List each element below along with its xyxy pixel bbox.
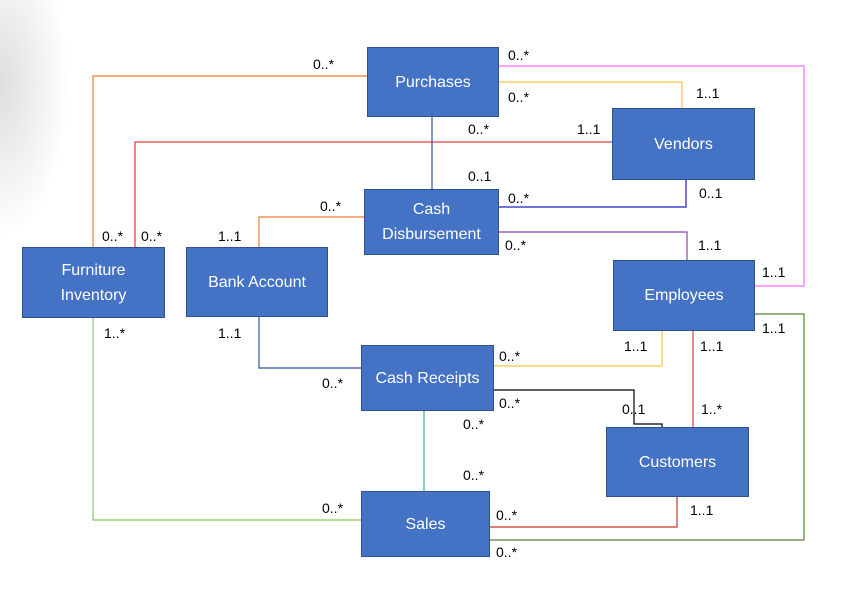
mult-customers-sales: 1..1: [690, 502, 714, 518]
entity-sales[interactable]: Sales: [361, 491, 490, 557]
mult-employees-purchases: 1..1: [762, 264, 786, 280]
mult-receipts-customers: 0..*: [499, 395, 521, 411]
mult-purchases-inventory: 0..*: [313, 56, 335, 72]
entity-bank-account[interactable]: Bank Account: [186, 247, 328, 317]
connector-receipts-customers: [494, 389, 663, 427]
entity-employees[interactable]: Employees: [613, 260, 755, 331]
mult-customers-employees: 1..*: [701, 401, 723, 417]
connector-vendors-inventory: [134, 141, 612, 247]
mult-bank-disbursement: 1..1: [218, 228, 242, 244]
mult-sales-inventory: 0..*: [322, 500, 344, 516]
connector-disbursement-employees: [499, 231, 688, 260]
mult-receipts-sales: 0..*: [463, 416, 485, 432]
mult-employees-disbursement: 1..1: [698, 237, 722, 253]
connector-purchases-inventory: [92, 75, 367, 247]
entity-furniture-inventory[interactable]: Furniture Inventory: [22, 247, 165, 318]
connector-disbursement-bank: [258, 216, 364, 247]
mult-inventory-purchases: 0..*: [102, 228, 124, 244]
mult-disbursement-employees: 0..*: [505, 237, 527, 253]
mult-inventory-sales: 1..*: [104, 325, 126, 341]
mult-sales-employees: 0..*: [496, 544, 518, 560]
mult-employees-customers: 1..1: [700, 338, 724, 354]
mult-receipts-bank: 0..*: [322, 375, 344, 391]
mult-purchases-employees: 0..*: [508, 47, 530, 63]
mult-receipts-employees: 0..*: [499, 348, 521, 364]
connector-customers-sales: [490, 497, 678, 528]
mult-vendors-disbursement: 0..1: [699, 185, 723, 201]
mult-employees-sales: 1..1: [762, 320, 786, 336]
mult-vendors-side: 1..1: [577, 121, 601, 137]
connector-vendors-disbursement: [499, 180, 687, 208]
mult-sales-customers: 0..*: [496, 507, 518, 523]
entity-cash-disbursement[interactable]: Cash Disbursement: [364, 189, 499, 255]
entity-vendors[interactable]: Vendors: [612, 108, 755, 180]
mult-disbursement-vendors: 0..*: [508, 190, 530, 206]
entity-purchases[interactable]: Purchases: [367, 47, 499, 117]
connector-purchases-employees: [499, 65, 805, 287]
mult-purchases-vendors: 0..*: [508, 89, 530, 105]
mult-vendors-inventory-near: 0..*: [468, 121, 490, 137]
entity-cash-receipts[interactable]: Cash Receipts: [361, 345, 494, 411]
mult-purchases-disbursement: 0..1: [468, 168, 492, 184]
page-shadow: [0, 0, 70, 240]
mult-employees-receipts: 1..1: [624, 338, 648, 354]
connector-purchases-vendors: [499, 81, 683, 108]
mult-customers-receipts: 0..1: [622, 401, 646, 417]
connector-receipts-employees: [494, 331, 663, 367]
mult-vendors-purchases: 1..1: [696, 85, 720, 101]
mult-bank-receipts: 1..1: [218, 325, 242, 341]
connector-bank-receipts: [258, 317, 361, 369]
connector-inventory-sales: [92, 318, 361, 521]
connector-employees-sales: [490, 313, 805, 541]
mult-disbursement-bank: 0..*: [320, 198, 342, 214]
mult-inventory-vendors: 0..*: [141, 228, 163, 244]
entity-customers[interactable]: Customers: [606, 427, 749, 497]
mult-sales-receipts: 0..*: [463, 467, 485, 483]
